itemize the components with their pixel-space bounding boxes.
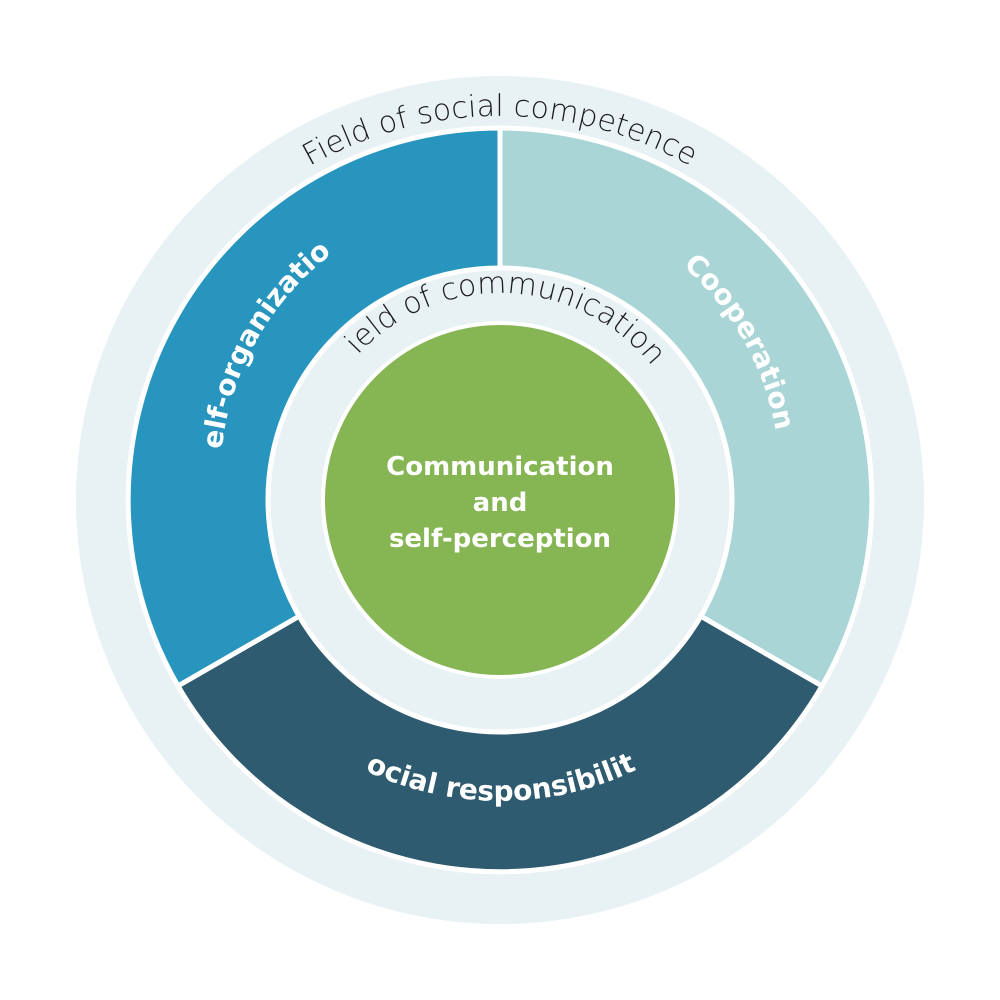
- center-label-line-3: self-perception: [389, 524, 611, 554]
- center-circle: [321, 321, 679, 679]
- center-label-line-1: Communication: [386, 452, 614, 482]
- center-label-line-2: and: [473, 488, 528, 518]
